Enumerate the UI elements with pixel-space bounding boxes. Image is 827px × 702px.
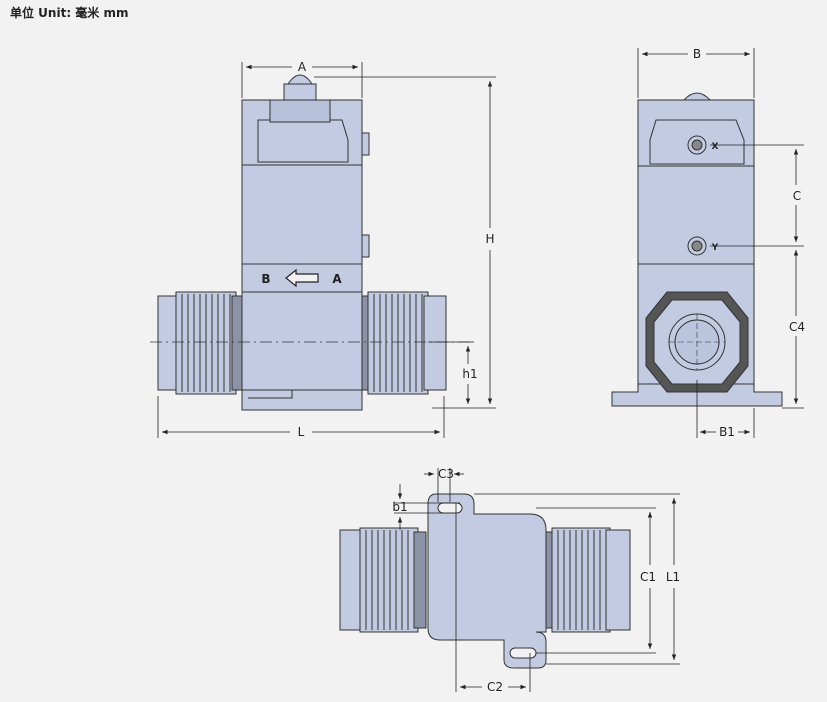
side-union-nut [645,291,749,393]
front-dimensions [157,62,496,438]
right-union-nut [361,291,429,395]
bottom-view [339,493,631,669]
bottom-right-union-nut [545,527,611,633]
flow-label-a: A [332,272,342,286]
dim-L-label: L [298,425,305,439]
dim-C3-label: C3 [438,467,454,481]
port-x-label: X [712,142,719,152]
side-dimensions [637,48,804,438]
dim-B-label: B [693,47,701,61]
dim-h1-label: h1 [462,367,477,381]
left-union-nut [175,291,243,395]
side-view [611,92,783,407]
dim-C2-label: C2 [487,680,503,694]
bottom-left-union-nut [359,527,427,633]
unit-label: 单位 Unit: 毫米 mm [10,6,129,20]
dim-B1-label: B1 [719,425,735,439]
port-y-label: Y [711,243,719,253]
dim-C4-label: C4 [789,320,805,334]
dim-A-label: A [298,60,307,74]
dim-L1-label: L1 [666,570,680,584]
dim-H-label: H [485,232,494,246]
front-view [150,74,470,411]
bottom-dimensions [394,468,680,692]
dim-C1-label: C1 [640,570,656,584]
dim-b1-label: b1 [392,500,407,514]
flow-label-b: B [261,272,270,286]
dim-C-label: C [793,189,801,203]
